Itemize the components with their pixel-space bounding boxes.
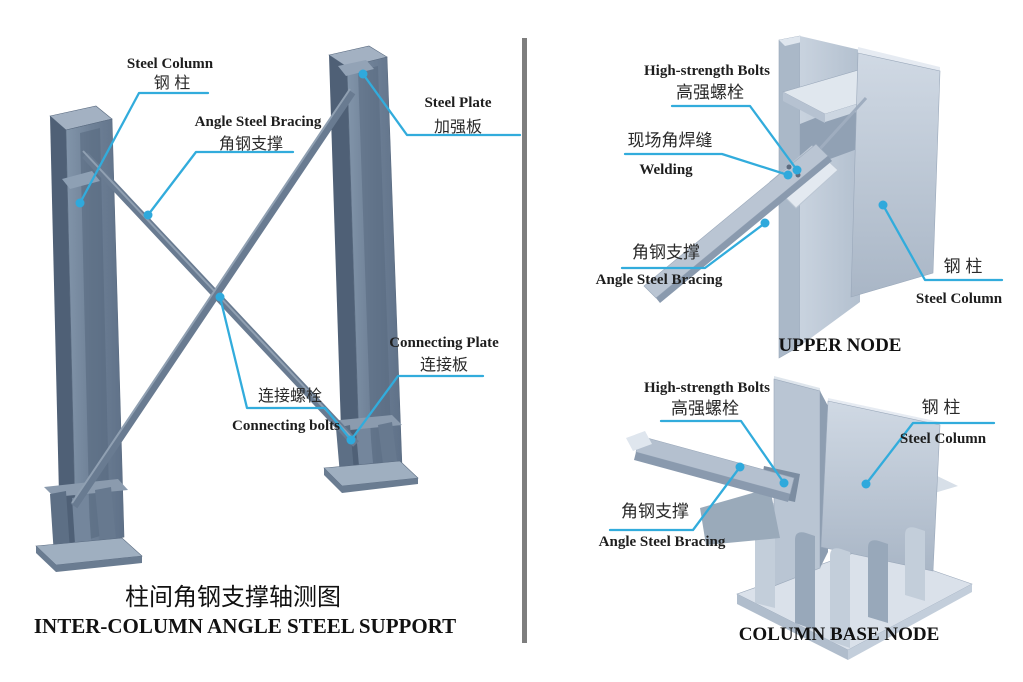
leader-dot [861, 479, 871, 489]
label-connecting-plate-zh: 连接板 [420, 356, 468, 374]
leader-dot [760, 218, 770, 228]
label-steel-plate-en: Steel Plate [424, 95, 491, 111]
gusset-plate [700, 488, 780, 545]
base-stiffener [50, 491, 70, 556]
steel-column-leader [864, 421, 996, 486]
base-node-bracing [626, 431, 800, 545]
label-angle-bracing-en: Angle Steel Bracing [596, 272, 723, 288]
panel-divider [522, 38, 527, 643]
label-high-strength-bolts-zh: 高强螺栓 [671, 399, 739, 418]
leader-dot [346, 435, 356, 445]
label-high-strength-bolts-en: High-strength Bolts [644, 380, 770, 396]
steel-column-leader [881, 203, 1004, 282]
left-panel-title-en: INTER-COLUMN ANGLE STEEL SUPPORT [34, 614, 456, 638]
label-high-strength-bolts-en: High-strength Bolts [644, 63, 770, 79]
leader-dot [358, 69, 368, 79]
label-steel-column-zh: 钢 柱 [922, 398, 961, 417]
bolt [786, 164, 792, 170]
leader-dot [792, 165, 802, 175]
steel-plate-leader [361, 72, 522, 137]
leader-dot [215, 292, 225, 302]
upper-node-column [778, 35, 941, 359]
left-steel-column [35, 105, 143, 572]
leader-dot [735, 462, 745, 472]
reinforcing-steel-plate [338, 60, 374, 76]
angle-bracing-leader [620, 221, 767, 270]
angle-bracing-leader [146, 150, 295, 217]
right-steel-column [323, 45, 419, 493]
label-steel-plate-zh: 加强板 [434, 118, 482, 136]
leader-dot [779, 478, 789, 488]
base-stiffener [905, 527, 925, 601]
welding-leader [623, 152, 790, 177]
label-welding-en: Welding [639, 162, 693, 178]
upper-node-title: UPPER NODE [779, 335, 902, 356]
steel-column-leader [78, 91, 210, 205]
base-stiffener [868, 540, 888, 623]
label-angle-bracing-zh: 角钢支撑 [632, 243, 700, 262]
upper-node-leaders [620, 104, 1004, 282]
base-node-column [736, 376, 973, 660]
base-stiffener [95, 487, 117, 554]
label-steel-column-zh: 钢 柱 [944, 257, 983, 276]
base-stiffener [378, 422, 398, 472]
left-panel-title-zh: 柱间角钢支撑轴测图 [125, 584, 341, 611]
label-angle-bracing-zh: 角钢支撑 [219, 135, 283, 153]
label-connecting-bolts-zh: 连接螺栓 [258, 387, 322, 405]
label-high-strength-bolts-zh: 高强螺栓 [676, 83, 744, 102]
column-base-node-illustration: High-strength Bolts 高强螺栓 钢 柱 Steel Colum… [599, 376, 996, 660]
bracing-connection-plate [62, 171, 100, 189]
angle-bracing-leader [608, 465, 742, 532]
connecting-plate-leader [349, 374, 485, 442]
label-connecting-bolts-en: Connecting bolts [232, 418, 340, 434]
label-steel-column-en: Steel Column [916, 291, 1003, 307]
label-steel-column-en: Steel Column [900, 431, 987, 447]
label-angle-bracing-en: Angle Steel Bracing [195, 114, 322, 130]
left-panel-leaders [75, 69, 522, 445]
base-stiffener [830, 548, 850, 648]
connecting-bolts-leader [218, 295, 353, 442]
base-node-leaders [608, 419, 996, 532]
base-stiffener [795, 532, 815, 630]
leader-dot [75, 198, 85, 208]
label-steel-column-en: Steel Column [127, 56, 214, 72]
upper-node-illustration: High-strength Bolts 高强螺栓 现场角焊缝 Welding 角… [596, 35, 1004, 359]
label-connecting-plate-en: Connecting Plate [389, 335, 499, 351]
leader-dot [143, 210, 153, 220]
leader-dot [783, 170, 793, 180]
label-angle-bracing-en: Angle Steel Bracing [599, 534, 726, 550]
base-node-title: COLUMN BASE NODE [739, 624, 940, 645]
high-strength-bolts-leader [659, 419, 786, 485]
label-welding-zh: 现场角焊缝 [628, 131, 713, 150]
leader-dot [878, 200, 888, 210]
label-steel-column-zh: 钢 柱 [154, 74, 190, 92]
inter-column-support-illustration: Steel Column 钢 柱 Angle Steel Bracing 角钢支… [34, 45, 522, 638]
label-angle-bracing-zh: 角钢支撑 [621, 502, 689, 521]
high-strength-bolts-leader [670, 104, 799, 172]
